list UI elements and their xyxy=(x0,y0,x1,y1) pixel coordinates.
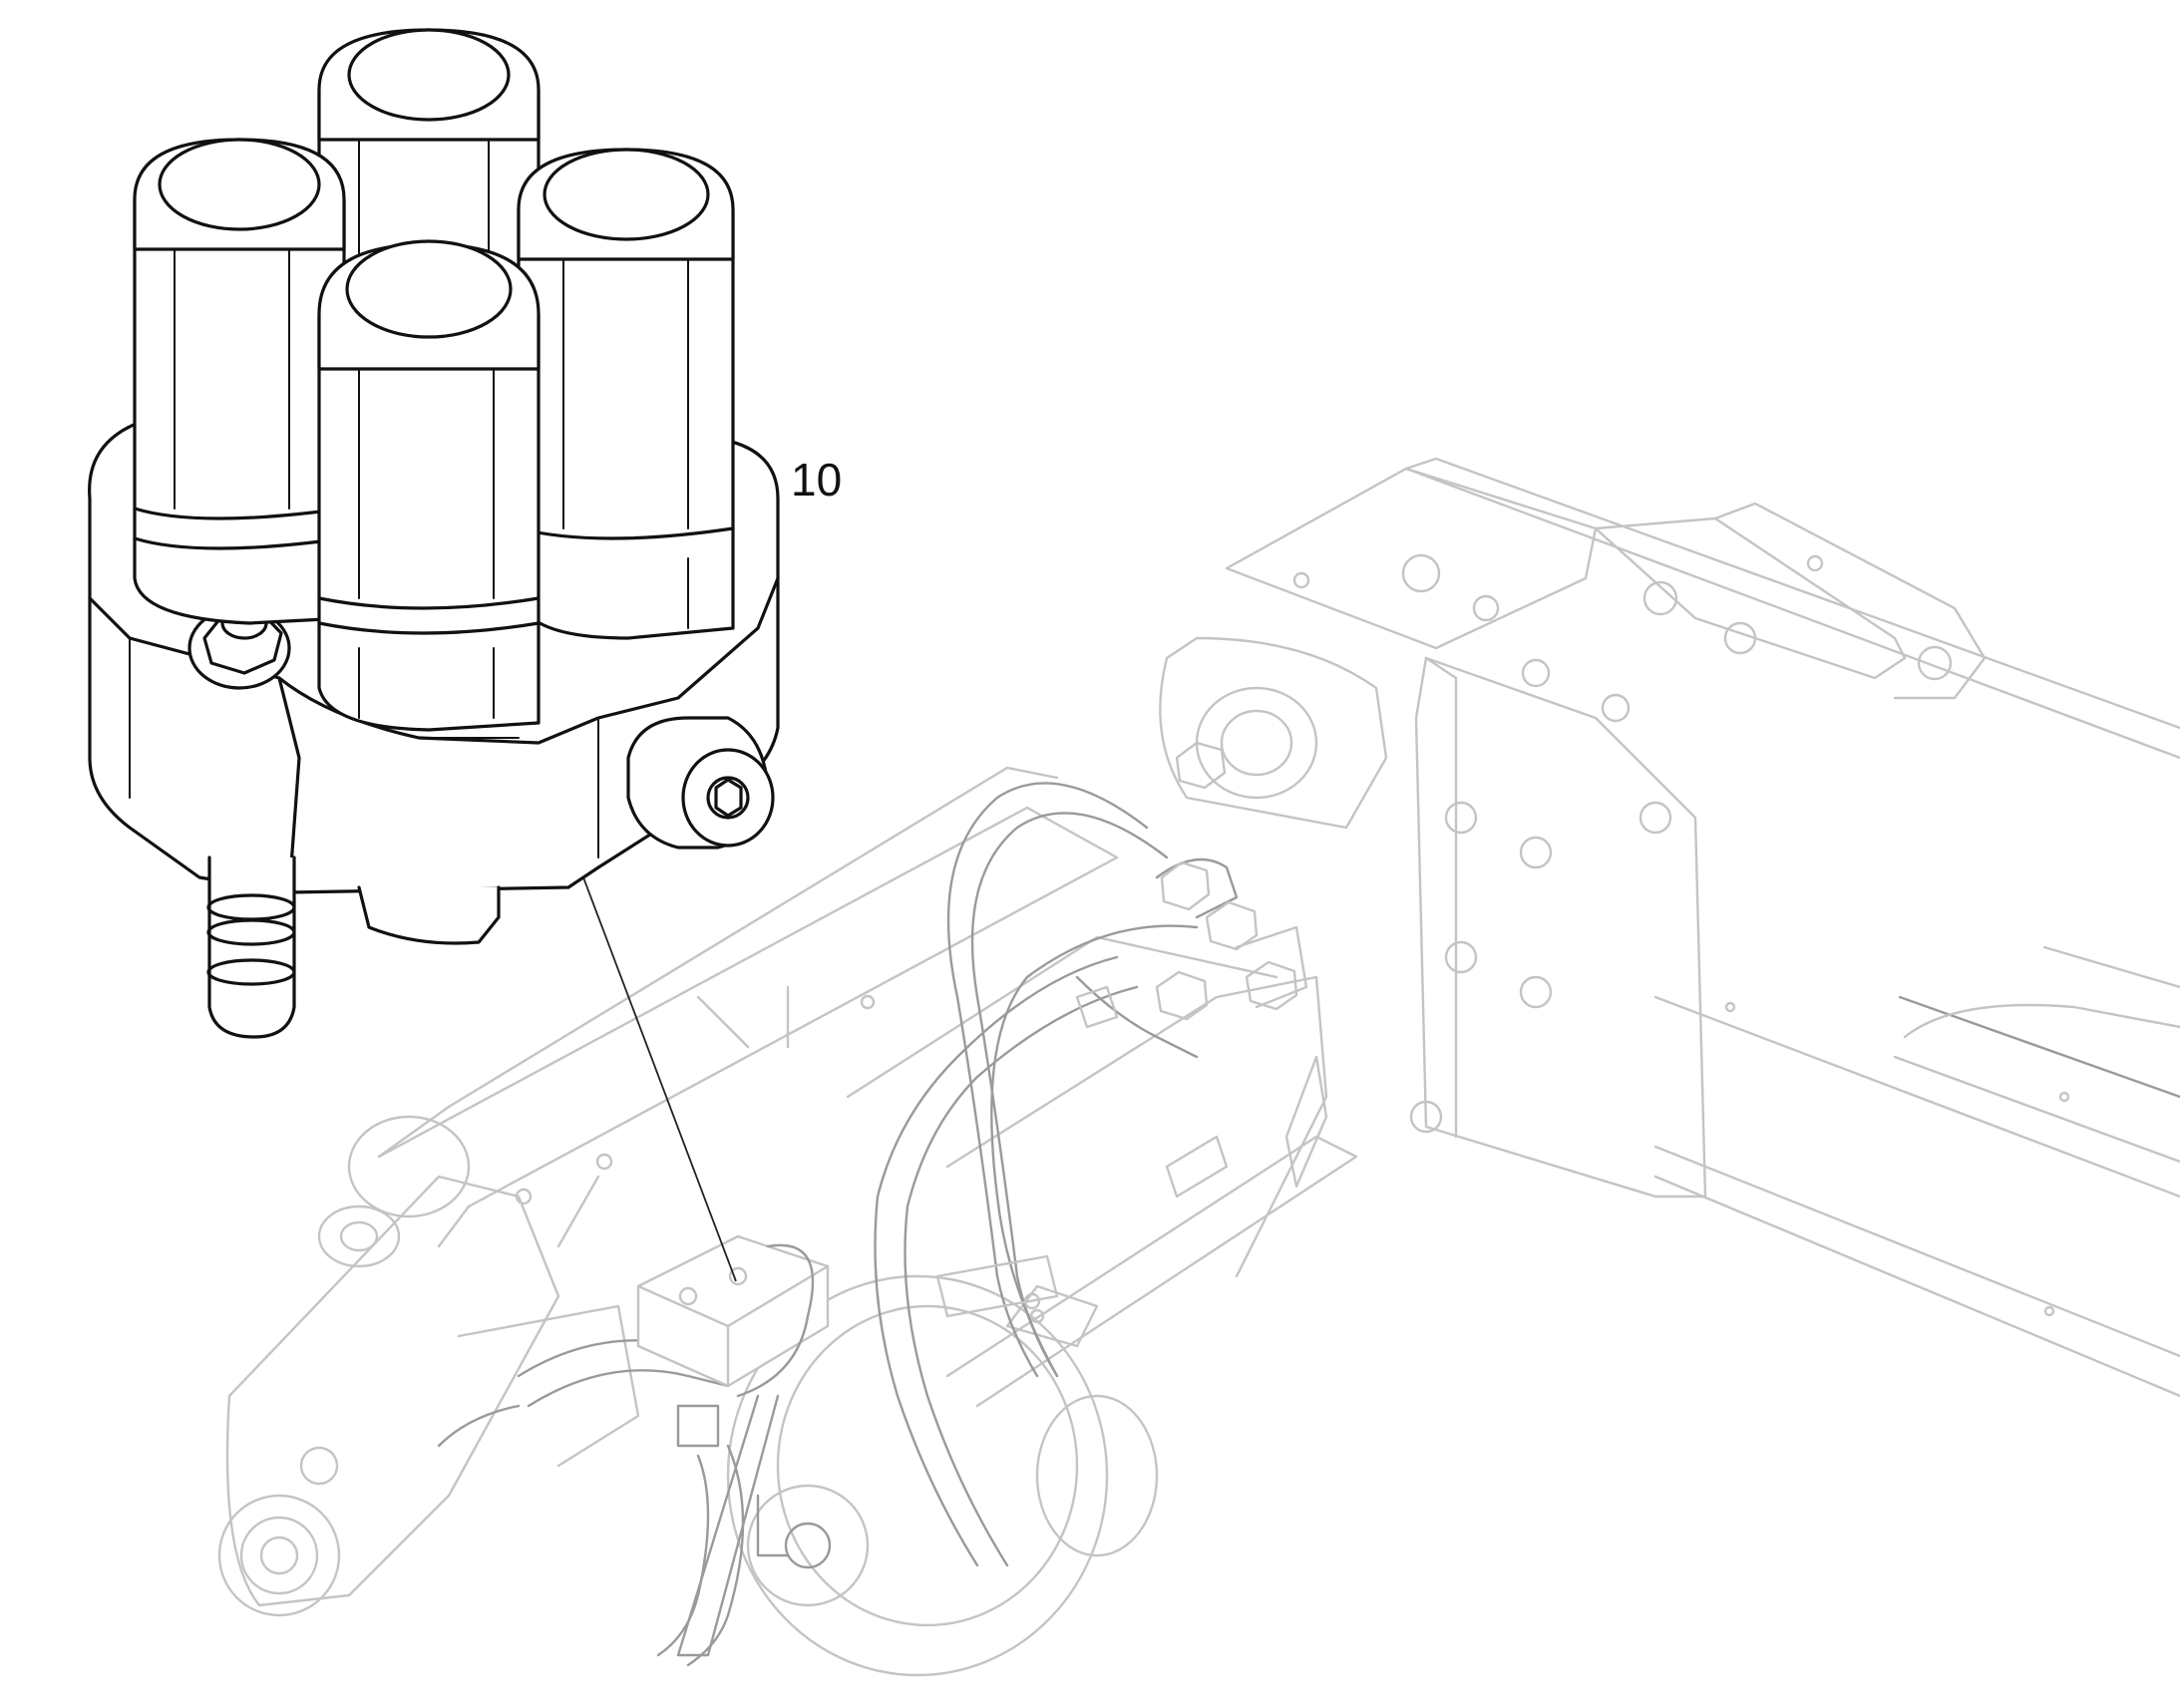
cartridge-right xyxy=(517,148,735,640)
port-plug xyxy=(626,716,775,850)
small-manifold xyxy=(636,1234,830,1657)
hose-fittings xyxy=(935,860,1328,1318)
main-beam xyxy=(1404,457,2180,1398)
bottom-shaft xyxy=(206,855,296,1039)
axle-frame-assembly xyxy=(217,457,2180,1677)
cartridge-left xyxy=(133,138,346,625)
arm-bolts xyxy=(515,985,2070,1317)
mounting-plate xyxy=(1409,656,1707,1198)
callout-leader xyxy=(582,876,737,1282)
valve-block xyxy=(88,28,780,1039)
arm-beam xyxy=(377,766,1119,1248)
hydraulic-hoses xyxy=(437,782,1239,1667)
frame-bracket xyxy=(1225,467,1987,723)
wheel-hub xyxy=(726,935,1328,1677)
callout-label-10: 10 xyxy=(791,454,842,506)
steering-rod xyxy=(945,1135,1358,1408)
pivot-arm xyxy=(217,1115,640,1617)
cartridge-front xyxy=(317,239,541,732)
bottom-boss xyxy=(357,885,501,945)
bracket-bolts xyxy=(1159,636,1388,830)
